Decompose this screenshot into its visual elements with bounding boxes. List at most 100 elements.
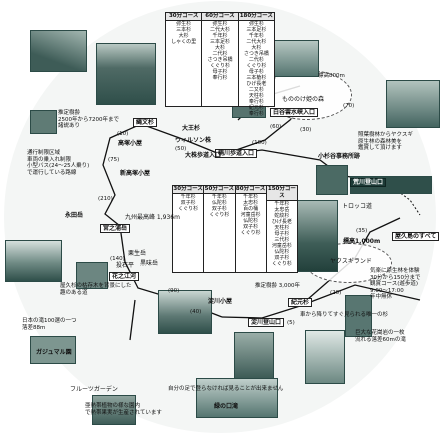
photo-beach [30,336,76,364]
course-header: 80分コース [235,186,266,194]
photo-forest-top-left [30,30,87,72]
route-number: (35) [356,228,368,234]
course-stop: くぐり杉 [271,261,292,267]
course-stop: 双子杉 [211,206,227,212]
course-col-60: 60分コース 弥生杉二代大杉千年杉三本足杉大杉二代杉さつき吊橋くぐり杉母子杉奉行… [202,13,239,106]
label-kyushu-top: 九州最高峰 1,936m [125,214,180,221]
photo-senpiro-fall [234,332,274,379]
course-stop: 弥生杉 [212,21,228,27]
course-stop: くぐり杉 [240,230,261,236]
note-forest-info: 亜熱帯植物の様な園内 で熱帯果実が生産されています [85,403,162,416]
route-number: (30) [300,127,312,133]
course-stop: 母子杉 [248,69,264,75]
note-kigen-line: 車から降りてすぐ見られる唯一の杉 [300,312,389,318]
course-stop: 二又杉 [248,87,264,93]
course-stop: 奉行杉 [248,99,264,105]
course-stop: 奉行杉 [212,75,228,81]
course-stop: 千年杉 [274,201,290,207]
course-stop: さつき吊橋 [207,57,233,63]
course-stop: さつき吊橋 [243,51,269,57]
route-number: (50) [175,146,187,152]
course-stop: 千年杉 [180,194,196,200]
course-stop: しゃくの里 [171,39,197,45]
label-yodogawa-hut: 淀川小屋 [208,298,233,305]
place-yodogawa-trailhead: 淀川登山口 [248,318,285,327]
course-stop: 大杉 [178,33,189,39]
course-stop: くぐり杉 [209,63,230,69]
course-stop: 千年杉 [248,33,264,39]
course-stop: 天柱杉 [248,93,264,99]
place-kusugawa: 楠川歩道入口 [215,149,258,158]
note-jomon-age: 推定樹齢 2500年から7200年まで 諸説あり [58,110,119,129]
photo-torokko [316,165,348,195]
label-kosugidani: 小杉谷事務所跡 [318,153,361,160]
photo-ohko-fall [305,330,345,384]
place-yakuoku: 屋久島のすべて [392,232,440,241]
label-ohsugi: 大王杉 [182,125,201,132]
course-stop: 二代杉 [212,51,228,57]
course-col-80: 80分コース 千年杉太忠杉百の桶河童岳杉仏陀杉双子杉くぐり杉 [235,186,267,272]
label-gajumaru: ガジュマル園 [36,349,72,356]
course-header: 30分コース [166,13,202,21]
photo-jomon-tree [96,43,156,105]
place-miyanoura: 宮之浦岳 [100,224,131,233]
course-col-30: 30分コース 弥生杉三本杉大杉しゃくの里 [166,13,203,106]
label-wilson: ウィルソン株 [175,137,212,144]
course-stop: くぐり杉 [209,212,230,218]
photo-forest-left [30,110,57,134]
course-stop: 千年杉 [211,194,227,200]
course-stop: 奉行杉 [248,111,264,117]
route-number: (90) [168,288,180,294]
note-bottom-caption: 自分の足で登らなければ見ることが出来ません [168,386,284,392]
course-stop: 弥生杉 [248,21,264,27]
course-stop: くぐり杉 [178,206,199,212]
photo-gajumaru [92,395,136,425]
course-stop: 紀元杉 [248,105,264,111]
course-stop: 仏陀杉 [211,200,227,206]
route-number: (10) [117,131,129,137]
photo-right-bottom [345,295,372,337]
photo-left-sm [76,262,108,289]
photo-bottom-waterfall [196,378,278,418]
route-number: (60) [270,124,282,130]
route-number: (20) [330,290,342,296]
course-stop: 三本槍杉 [246,75,267,81]
course-stop: 大杉 [214,45,225,51]
note-japan100: 日本の滝100選の一つ 落差88m [22,318,77,331]
note-bus: 通行制限区域 車両の乗入れ制限 小型バス(24〜25人乗り) で運行している路線 [27,150,90,176]
course-stop: 百の桶 [243,206,259,212]
course-stop: ひげ長老 [246,81,267,87]
course-col-180: 180分コース 弥生杉三本足杉千年杉二代大杉大杉さつき吊橋二代杉くぐり杉母子杉三… [238,13,274,117]
course-header: 150分コース [266,186,297,201]
course-stop: 三本足杉 [246,27,267,33]
note-kigen-age: 推定樹齢 3,000年 [255,283,300,289]
course-stop: 弥生杉 [176,21,192,27]
note-right-info2: 照葉樹林からヤクスギ 原生林の森林美を 鑑賞して頂けます [358,132,413,151]
course-stop: 双子杉 [274,255,290,261]
label-fruit: フルーツガーデン [70,386,118,393]
course-stop: 太忠杉 [243,200,259,206]
label-shintakatsuka: 新高塚小屋 [120,170,151,177]
photo-right-forest [386,80,440,128]
course-stop: 河童岳杉 [240,212,261,218]
course-stop: くぐり杉 [246,63,267,69]
photo-rocky-ridge [158,290,212,334]
note-nagata-info: 屋久杉の枯存木を背景にした 趣のある道 [60,283,132,296]
course-stop: 蛇紋杉 [274,213,290,219]
label-higure: 緑の口滝 [214,403,239,410]
label-kigenelev: 標高1,000m [343,238,381,245]
note-waterfall-info: 巨大な花崗岩の一枚 流れる落差60mの滝 [355,330,406,343]
course-stop: 母子杉 [212,69,228,75]
course-stop: 二代杉 [248,57,264,63]
course-col-30: 30分コース 千年杉双子杉くぐり杉 [173,186,205,272]
course-stop: 仏陀杉 [243,218,259,224]
route-number: (70) [343,103,355,109]
course-stop: 仏陀杉 [274,249,290,255]
route-number: (100) [252,140,267,146]
course-stop: ひげ長老 [271,219,292,225]
label-torokko: トロッコ道 [342,203,373,210]
course-stop: 三代杉 [274,237,290,243]
course-col-150: 150分コース 千年杉太忠岳蛇紋杉ひげ長老天柱杉母子杉三代杉河童岳杉仏陀杉双子杉… [266,186,297,272]
course-header: 30分コース [173,186,204,194]
